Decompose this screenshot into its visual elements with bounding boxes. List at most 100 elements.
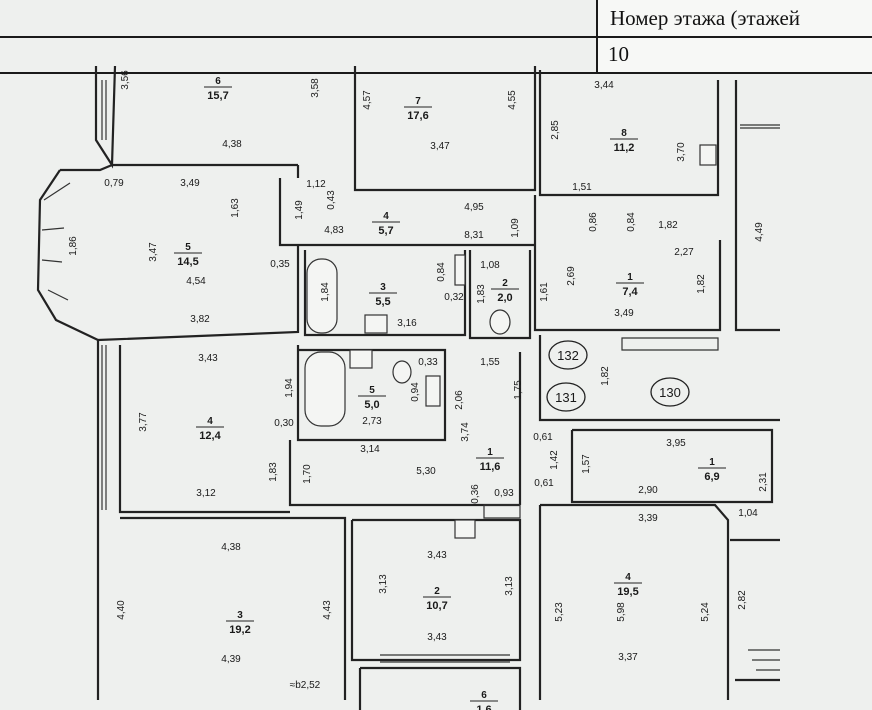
room-area: 7,4	[622, 286, 638, 298]
dimension-label: 3,82	[190, 314, 210, 325]
room-label: 514,5	[174, 242, 202, 268]
dimension-label: 4,55	[507, 90, 518, 110]
room-number: 7	[415, 96, 421, 107]
dimension-label: 3,43	[198, 353, 218, 364]
room-label: 811,2	[610, 128, 638, 154]
room-label: 717,6	[404, 96, 432, 122]
dimension-label: 1,83	[268, 462, 279, 482]
dimension-label: 1,94	[284, 378, 295, 398]
dimension-label: 1,09	[510, 218, 521, 238]
room-area: 11,2	[614, 142, 635, 154]
dimension-label: 1,82	[696, 274, 707, 294]
dimension-label: 1,49	[294, 200, 305, 220]
bathtub-icon	[306, 258, 338, 334]
apartment-number: 131	[555, 390, 577, 405]
dimension-label: 0,61	[533, 432, 553, 443]
floor-value: 10	[608, 42, 629, 66]
dimension-label: 2,90	[638, 485, 658, 496]
sink-icon	[454, 519, 476, 539]
room-number: 2	[434, 586, 440, 597]
room-number: 4	[625, 572, 631, 583]
dimension-label: 3,58	[310, 78, 321, 98]
dimension-label: 0,35	[270, 259, 290, 270]
dimension-label: 0,84	[436, 262, 447, 282]
dimension-label: 1,51	[572, 182, 592, 193]
dimension-label: 2,31	[758, 472, 769, 492]
dimension-label: 3,12	[196, 488, 216, 499]
dimension-label: 5,98	[616, 602, 627, 622]
dimension-label: 3,56	[120, 70, 131, 90]
dimension-label: 2,69	[566, 266, 577, 286]
room-label: 111,6	[476, 447, 504, 473]
dimension-label: 4,40	[116, 600, 127, 620]
room-label: 412,4	[196, 416, 224, 442]
room-number: 3	[237, 610, 243, 621]
dimension-label: 3,43	[427, 550, 447, 561]
dimension-label: 5,23	[554, 602, 565, 622]
dimension-label: 3,37	[618, 652, 638, 663]
dimension-label: 3,95	[666, 438, 686, 449]
room-area: 15,7	[207, 90, 228, 102]
room-number: 1	[627, 272, 633, 283]
shaft-icon	[454, 254, 466, 286]
dimension-label: 0,93	[494, 488, 514, 499]
room-area: 19,5	[617, 586, 638, 598]
sink-icon	[349, 349, 373, 369]
dimension-label: 5,24	[700, 602, 711, 622]
apartment-marker: 130	[650, 377, 690, 407]
dimension-label: 4,49	[754, 222, 765, 242]
room-number: 2	[502, 278, 508, 289]
room-number: 1	[487, 447, 493, 458]
dimension-label: 8,31	[464, 230, 484, 241]
dimension-label: 5,30	[416, 466, 436, 477]
header-rule-bottom	[0, 72, 872, 74]
dimension-label: 1,04	[738, 508, 758, 519]
dimension-label: 0,32	[444, 292, 464, 303]
dimension-label: 4,39	[221, 654, 241, 665]
room-label: 615,7	[204, 76, 232, 102]
room-label: 16,9	[698, 457, 726, 483]
room-label: 45,7	[372, 211, 400, 237]
room-number: 5	[369, 385, 375, 396]
room-area: 5,0	[364, 399, 379, 411]
dimension-label: 1,12	[306, 179, 326, 190]
dimension-label: 3,47	[430, 141, 450, 152]
room-area: 12,4	[199, 430, 221, 442]
dimension-label: 1,83	[476, 284, 487, 304]
dimension-label: 2,27	[674, 247, 694, 258]
dimension-label: 1,61	[539, 282, 550, 302]
dimension-label: 4,83	[324, 225, 344, 236]
walls	[36, 65, 780, 710]
dimension-label: 0,36	[470, 484, 481, 504]
dimension-label: 3,43	[427, 632, 447, 643]
apartment-marker: 132	[548, 340, 588, 370]
room-label: 55,0	[358, 385, 386, 411]
room-label: 22,0	[491, 278, 519, 304]
apartment-markers: 132 131 130	[546, 340, 690, 412]
dimension-label: 1,55	[480, 357, 500, 368]
dimension-label: 0,30	[274, 418, 294, 429]
dimension-label: 1,86	[68, 236, 79, 256]
dimension-label: 2,06	[454, 390, 465, 410]
dimension-label: 3,70	[676, 142, 687, 162]
dimension-label: 1,63	[230, 198, 241, 218]
bathtub-icon	[304, 351, 346, 427]
dimension-label: 0,43	[326, 190, 337, 210]
room-area: 5,5	[375, 296, 390, 308]
dimension-label: 3,39	[638, 513, 658, 524]
dimension-label: 1,70	[302, 464, 313, 484]
fixtures	[304, 144, 717, 539]
dimension-label: 4,38	[222, 139, 242, 150]
room-number: 4	[207, 416, 213, 427]
dimension-label: 1,84	[320, 282, 331, 302]
dimension-label: 3,49	[614, 308, 634, 319]
room-area: 1,6	[476, 704, 491, 710]
dimension-label: 2,73	[362, 416, 382, 427]
dimension-label: 3,77	[138, 412, 149, 432]
room-area: 11,6	[480, 461, 501, 473]
room-area: 2,0	[497, 292, 512, 304]
room-area: 14,5	[177, 256, 198, 268]
dimension-label: 0,84	[626, 212, 637, 232]
